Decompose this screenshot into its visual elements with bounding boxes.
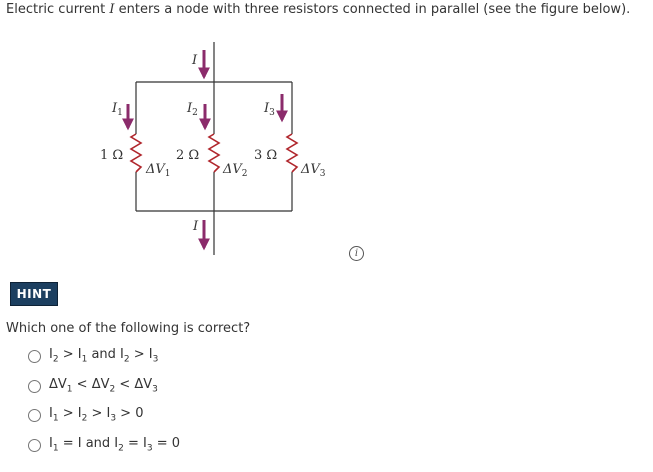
current-i2-label: I2 [186, 101, 198, 118]
current-i1-label: I1 [111, 101, 123, 118]
option-3[interactable]: I1 > I2 > I3 > 0 [28, 406, 143, 424]
voltage-1-label: ΔV1 [145, 162, 171, 179]
current-i3-label: I3 [263, 101, 275, 118]
voltage-2-label: ΔV2 [222, 162, 248, 179]
problem-statement: Electric current I enters a node with th… [6, 2, 630, 17]
resistor-1 [129, 133, 143, 173]
current-out-label: I [192, 219, 199, 234]
info-icon[interactable]: i [349, 246, 364, 261]
resistor-2 [207, 133, 221, 173]
resistor-2-label: 2 Ω [176, 148, 199, 163]
current-in-label: I [191, 53, 198, 68]
problem-text-after: enters a node with three resistors conne… [114, 2, 631, 17]
option-label: ΔV1 < ΔV2 < ΔV3 [49, 377, 158, 395]
resistor-3 [285, 133, 299, 173]
radio-button[interactable] [28, 438, 41, 452]
current-symbol: I [109, 2, 115, 17]
question-text: Which one of the following is correct? [6, 321, 251, 336]
option-label: I2 > I1 and I2 > I3 [49, 347, 159, 365]
radio-button[interactable] [28, 408, 41, 422]
radio-button[interactable] [28, 379, 41, 393]
problem-text-before: Electric current [6, 2, 110, 17]
radio-button[interactable] [28, 349, 41, 363]
resistor-1-label: 1 Ω [100, 148, 123, 163]
option-label: I1 > I2 > I3 > 0 [49, 406, 144, 424]
voltage-3-label: ΔV3 [300, 162, 326, 179]
hint-button[interactable]: HINT [10, 282, 58, 306]
resistor-3-label: 3 Ω [254, 148, 277, 163]
option-1[interactable]: I2 > I1 and I2 > I3 [28, 347, 158, 365]
option-4[interactable]: I1 = I and I2 = I3 = 0 [28, 436, 180, 454]
option-2[interactable]: ΔV1 < ΔV2 < ΔV3 [28, 377, 158, 395]
option-label: I1 = I and I2 = I3 = 0 [49, 436, 181, 454]
